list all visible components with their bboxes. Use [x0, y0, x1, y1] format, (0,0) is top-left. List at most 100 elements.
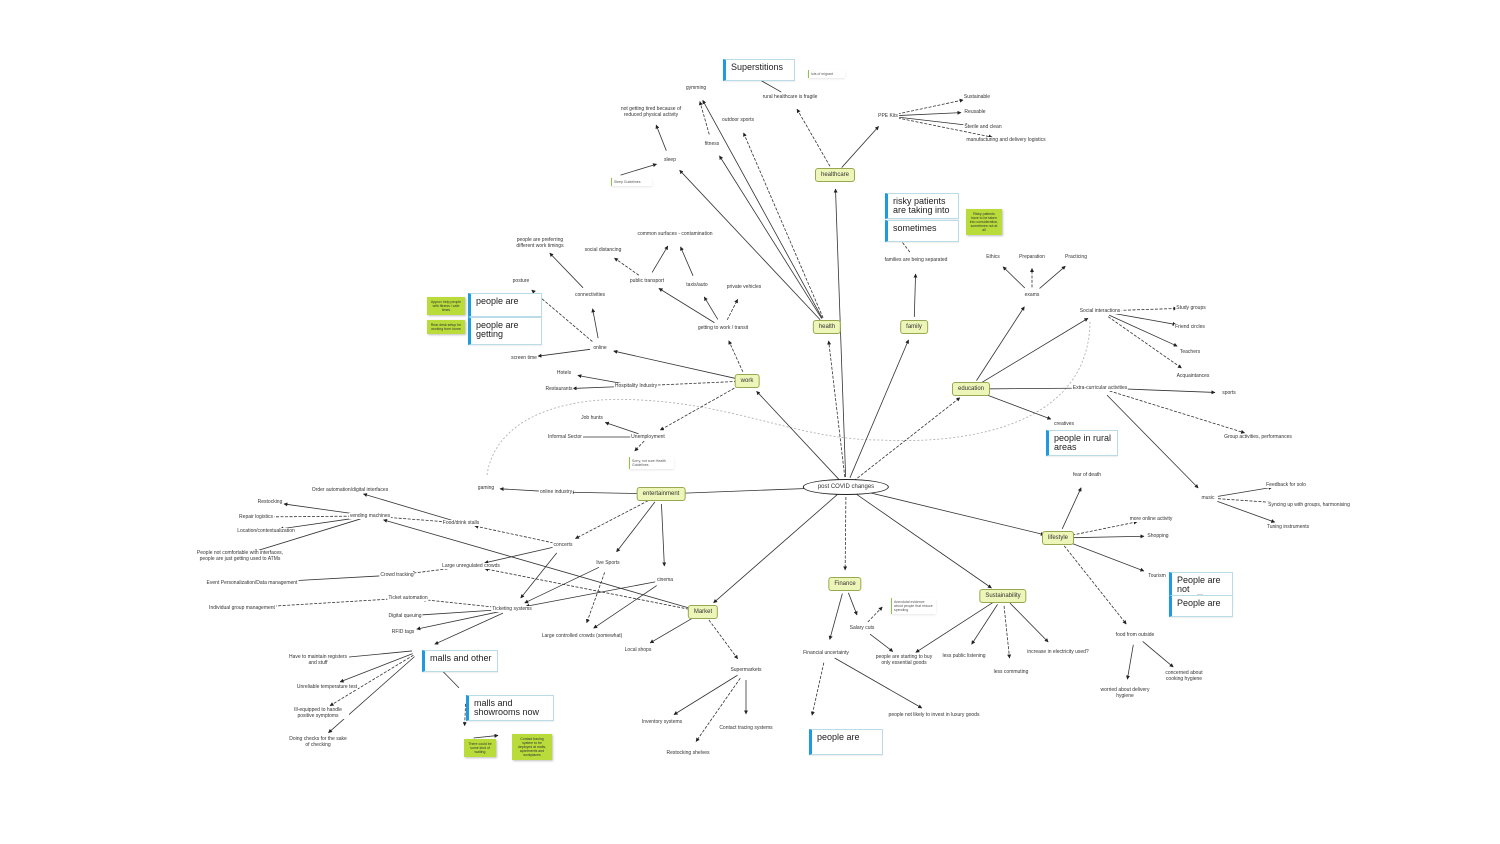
node-controlled[interactable]: Large controlled crowds (somewhat): [540, 633, 624, 639]
node-rural[interactable]: rural healthcare is fragile: [761, 94, 819, 100]
node-atms[interactable]: People not comfortable with interfaces, …: [194, 550, 286, 562]
note-salarynote[interactable]: Anecdotal evidence about people that red…: [891, 598, 936, 614]
node-private[interactable]: private vehicles: [725, 284, 763, 290]
node-concerts[interactable]: concerts: [552, 542, 574, 548]
node-ppe[interactable]: PPE Kits: [877, 113, 899, 119]
node-contact[interactable]: Contact tracing systems: [718, 725, 774, 731]
node-onlineind[interactable]: online industry: [538, 489, 574, 495]
node-rfid[interactable]: RFID tags: [390, 629, 416, 635]
card-peoplecard3[interactable]: people are: [809, 729, 883, 755]
sticky-note-sticky1[interactable]: Approx help people with fitness / cafe t…: [427, 297, 465, 315]
card-peoplecard1[interactable]: people are: [468, 293, 542, 317]
node-acq[interactable]: Acquaintances: [1175, 373, 1211, 379]
node-creatives[interactable]: creatives: [1052, 421, 1076, 427]
node-supermarkets[interactable]: Supermarkets: [729, 667, 763, 673]
node-inventory[interactable]: Inventory systems: [640, 719, 684, 725]
node-indiv[interactable]: Individual group management: [208, 605, 276, 611]
node-taxis[interactable]: taxis/auto: [685, 282, 709, 288]
node-queue[interactable]: Digital queuing: [387, 613, 423, 619]
node-sustainable[interactable]: Sustainable: [962, 94, 992, 100]
node-syncing[interactable]: Syncing up with groups, harmonising: [1267, 502, 1351, 508]
node-extra[interactable]: Extra-curricular activities: [1071, 385, 1129, 391]
node-vending[interactable]: vending machines: [348, 513, 392, 519]
node-fitness[interactable]: fitness: [703, 141, 721, 147]
node-outdoor[interactable]: outdoor sports: [721, 117, 755, 123]
node-location[interactable]: Location/contextualization: [236, 528, 296, 534]
node-illeq[interactable]: Ill-equipped to handle positive symptoms: [287, 707, 349, 719]
card-showrooms[interactable]: malls and showrooms now: [466, 695, 554, 721]
node-unemployment[interactable]: Unemployment: [630, 434, 666, 440]
card-sometimes[interactable]: sometimes: [885, 220, 959, 242]
node-checks[interactable]: Doing checks for the sake of checking: [288, 736, 348, 748]
node-listening[interactable]: less public listening: [941, 653, 987, 659]
category-node-finance[interactable]: Finance: [828, 577, 862, 591]
node-uncertainty[interactable]: Financial uncertainty: [802, 650, 850, 656]
card-peoplecard2[interactable]: people are getting: [468, 317, 542, 345]
node-practicing[interactable]: Practicing: [1064, 254, 1088, 260]
node-livesports[interactable]: live Sports: [595, 560, 621, 566]
card-peoplecard4[interactable]: People are: [1169, 595, 1233, 617]
node-group[interactable]: Group activities, performances: [1223, 434, 1293, 440]
node-timings[interactable]: people are preferring different work tim…: [509, 237, 571, 249]
node-ticketauto[interactable]: Ticket automation: [387, 595, 429, 601]
node-sleep[interactable]: sleep: [663, 157, 677, 163]
sticky-note-sticky4[interactable]: Contact tracing system to be deployed at…: [512, 734, 552, 760]
category-node-health[interactable]: health: [812, 320, 842, 334]
node-social[interactable]: Social interactions: [1078, 308, 1122, 314]
sticky-note-sticky3[interactable]: There could be some kind of waiting: [464, 739, 496, 757]
node-posture[interactable]: posture: [511, 278, 531, 284]
category-node-healthcare[interactable]: healthcare: [814, 168, 856, 182]
category-node-work[interactable]: work: [734, 374, 760, 388]
node-connect[interactable]: connectivities: [573, 292, 607, 298]
card-superstitions[interactable]: Superstitions: [723, 59, 795, 81]
node-hospitality[interactable]: Hospitality Industry: [613, 383, 659, 389]
node-tourism[interactable]: Tourism: [1147, 573, 1167, 579]
node-informal[interactable]: Informal Sector: [547, 434, 583, 440]
category-node-lifestyle[interactable]: lifestyle: [1041, 531, 1075, 545]
card-risky[interactable]: risky patients are taking into: [885, 193, 959, 219]
node-tempt[interactable]: Unreliable temperature test: [295, 684, 359, 690]
node-screen[interactable]: screen time: [510, 355, 538, 361]
node-jobhunts[interactable]: Job hunts: [580, 415, 604, 421]
node-moreonline[interactable]: more online activity: [1128, 516, 1174, 522]
category-node-sustainability[interactable]: Sustainability: [979, 589, 1027, 603]
node-salary[interactable]: Salary cuts: [848, 625, 876, 631]
node-feedback[interactable]: Feedback for solo: [1265, 482, 1307, 488]
node-study[interactable]: Study groups: [1175, 305, 1207, 311]
node-surfaces[interactable]: common surfaces - contamination: [636, 231, 714, 237]
node-reusable[interactable]: Reusable: [963, 109, 987, 115]
node-shelves[interactable]: Restocking shelves: [665, 750, 711, 756]
card-mallscard[interactable]: malls and other: [422, 650, 498, 672]
node-families[interactable]: families are being separated: [883, 257, 949, 263]
node-tuning[interactable]: Tuning instruments: [1265, 524, 1311, 530]
node-food[interactable]: Food/drink stalls: [441, 520, 481, 526]
node-outside[interactable]: food from outside: [1114, 632, 1156, 638]
sticky-note-riskynote[interactable]: Risky patients have to be taken into con…: [966, 209, 1002, 235]
node-public[interactable]: public transport: [628, 278, 666, 284]
note-sleepnote[interactable]: Sleep Guidelines: [611, 178, 652, 186]
node-electricity[interactable]: increase in electricity used?: [1026, 649, 1090, 655]
node-crowd[interactable]: Crowd tracking: [379, 572, 415, 578]
node-friend[interactable]: Friend circles: [1174, 324, 1206, 330]
node-music[interactable]: music: [1200, 495, 1216, 501]
node-essential[interactable]: people are starting to buy only essentia…: [873, 654, 935, 666]
node-luxury[interactable]: people not likely to invest in luxury go…: [887, 712, 981, 718]
node-gymming[interactable]: gymming: [684, 85, 708, 91]
node-unreg[interactable]: Large unregulated crowds: [441, 563, 501, 569]
node-transit[interactable]: getting to work / transit: [696, 325, 750, 331]
node-shopping[interactable]: Shopping: [1146, 533, 1170, 539]
node-delivery[interactable]: worried about delivery hygiene: [1096, 687, 1154, 699]
category-node-education[interactable]: education: [951, 382, 991, 396]
node-distancing[interactable]: social distancing: [583, 247, 623, 253]
note-migrant[interactable]: lots of migrant: [808, 70, 845, 78]
node-sterile[interactable]: Sterile and clean: [963, 124, 1003, 130]
sticky-note-sticky2[interactable]: Rear desk setup for working from home: [427, 320, 465, 334]
card-ruralcard[interactable]: people in rural areas: [1046, 430, 1118, 456]
node-ethics[interactable]: Ethics: [985, 254, 1001, 260]
node-nottired[interactable]: not getting tired because of reduced phy…: [615, 106, 687, 118]
node-registers[interactable]: Have to maintain registers and stuff: [287, 654, 349, 666]
node-localshops[interactable]: Local shops: [623, 647, 653, 653]
node-fear[interactable]: fear of death: [1071, 472, 1103, 478]
category-node-entertainment[interactable]: entertainment: [636, 487, 686, 501]
central-node-center[interactable]: post COVID changes: [802, 479, 890, 495]
